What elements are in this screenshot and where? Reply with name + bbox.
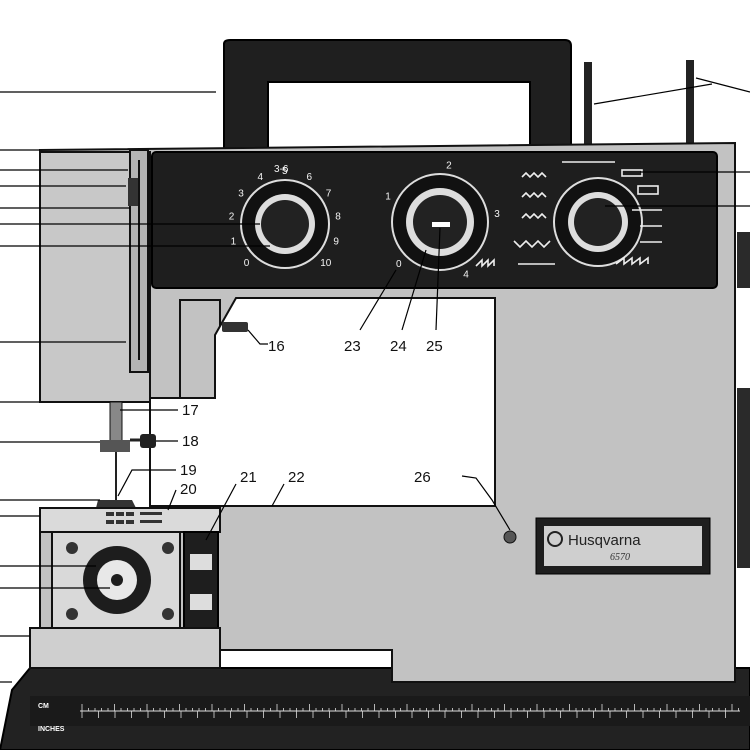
callout-23: 23 bbox=[344, 338, 361, 355]
brand-model: 6570 bbox=[610, 552, 630, 563]
accessory-tray[interactable] bbox=[29, 627, 221, 669]
callout-21: 21 bbox=[240, 469, 257, 486]
ruler-unit-inches: INCHES bbox=[38, 726, 65, 733]
callout-22: 22 bbox=[288, 469, 305, 486]
ruler-ticks bbox=[81, 704, 739, 718]
stitch-symbols bbox=[475, 161, 662, 268]
presser-foot-icon bbox=[96, 500, 136, 508]
dial-left-number: 8 bbox=[335, 212, 341, 223]
callout-20: 20 bbox=[180, 481, 197, 498]
dial-mid-number: 2 bbox=[446, 161, 452, 172]
carry-handle bbox=[223, 39, 572, 151]
needle-clamp bbox=[100, 440, 130, 452]
dial-left-number: 3 bbox=[238, 188, 244, 199]
thread-spool-pin-icon bbox=[584, 62, 592, 152]
dial-mid-number: 3 bbox=[494, 209, 500, 220]
dial-left-number: 6 bbox=[307, 172, 313, 183]
callout-24: 24 bbox=[390, 338, 407, 355]
dial-left-number: 4 bbox=[258, 172, 264, 183]
leader-lines bbox=[0, 91, 750, 683]
dial-left-number: 1 bbox=[231, 237, 237, 248]
dial-left-number: 9 bbox=[333, 237, 339, 248]
dial-left-number: 7 bbox=[326, 188, 332, 199]
callout-18: 18 bbox=[182, 433, 199, 450]
dial-mid-number: 0 bbox=[396, 259, 402, 270]
reverse-button[interactable] bbox=[503, 530, 517, 544]
dial-left-number: 5 bbox=[282, 166, 288, 177]
thread-spool-pin-icon bbox=[686, 60, 694, 152]
brand-name: Husqvarna bbox=[568, 532, 641, 549]
dial-left-extra: 3-6 bbox=[274, 164, 289, 175]
stitch-selector-dial-icon[interactable] bbox=[553, 177, 643, 267]
buttonhole-button-icon[interactable] bbox=[190, 554, 212, 570]
dial-mid-number: 4 bbox=[463, 270, 469, 281]
dial-left-number: 10 bbox=[320, 258, 332, 269]
side-panel bbox=[737, 388, 750, 568]
callout-26: 26 bbox=[414, 469, 431, 486]
dial-left-number: 2 bbox=[229, 212, 235, 223]
dial-left-number: 0 bbox=[244, 258, 250, 269]
dial-mid-number: 1 bbox=[385, 192, 391, 203]
stitch-width-dial[interactable] bbox=[391, 173, 489, 271]
needle-screw[interactable] bbox=[140, 434, 156, 448]
bobbin-icon bbox=[83, 546, 151, 614]
callout-16: 16 bbox=[268, 338, 285, 355]
needle-bar bbox=[109, 401, 123, 443]
callout-19: 19 bbox=[180, 462, 197, 479]
callout-25: 25 bbox=[426, 338, 443, 355]
handwheel-edge bbox=[737, 232, 750, 288]
ruler-unit-cm: CM bbox=[38, 703, 49, 710]
callout-17: 17 bbox=[182, 402, 199, 419]
buttonhole-panel bbox=[183, 531, 219, 631]
arm-opening bbox=[149, 297, 496, 507]
buttonhole-button-icon[interactable] bbox=[190, 594, 212, 610]
thread-lever[interactable] bbox=[222, 322, 248, 332]
